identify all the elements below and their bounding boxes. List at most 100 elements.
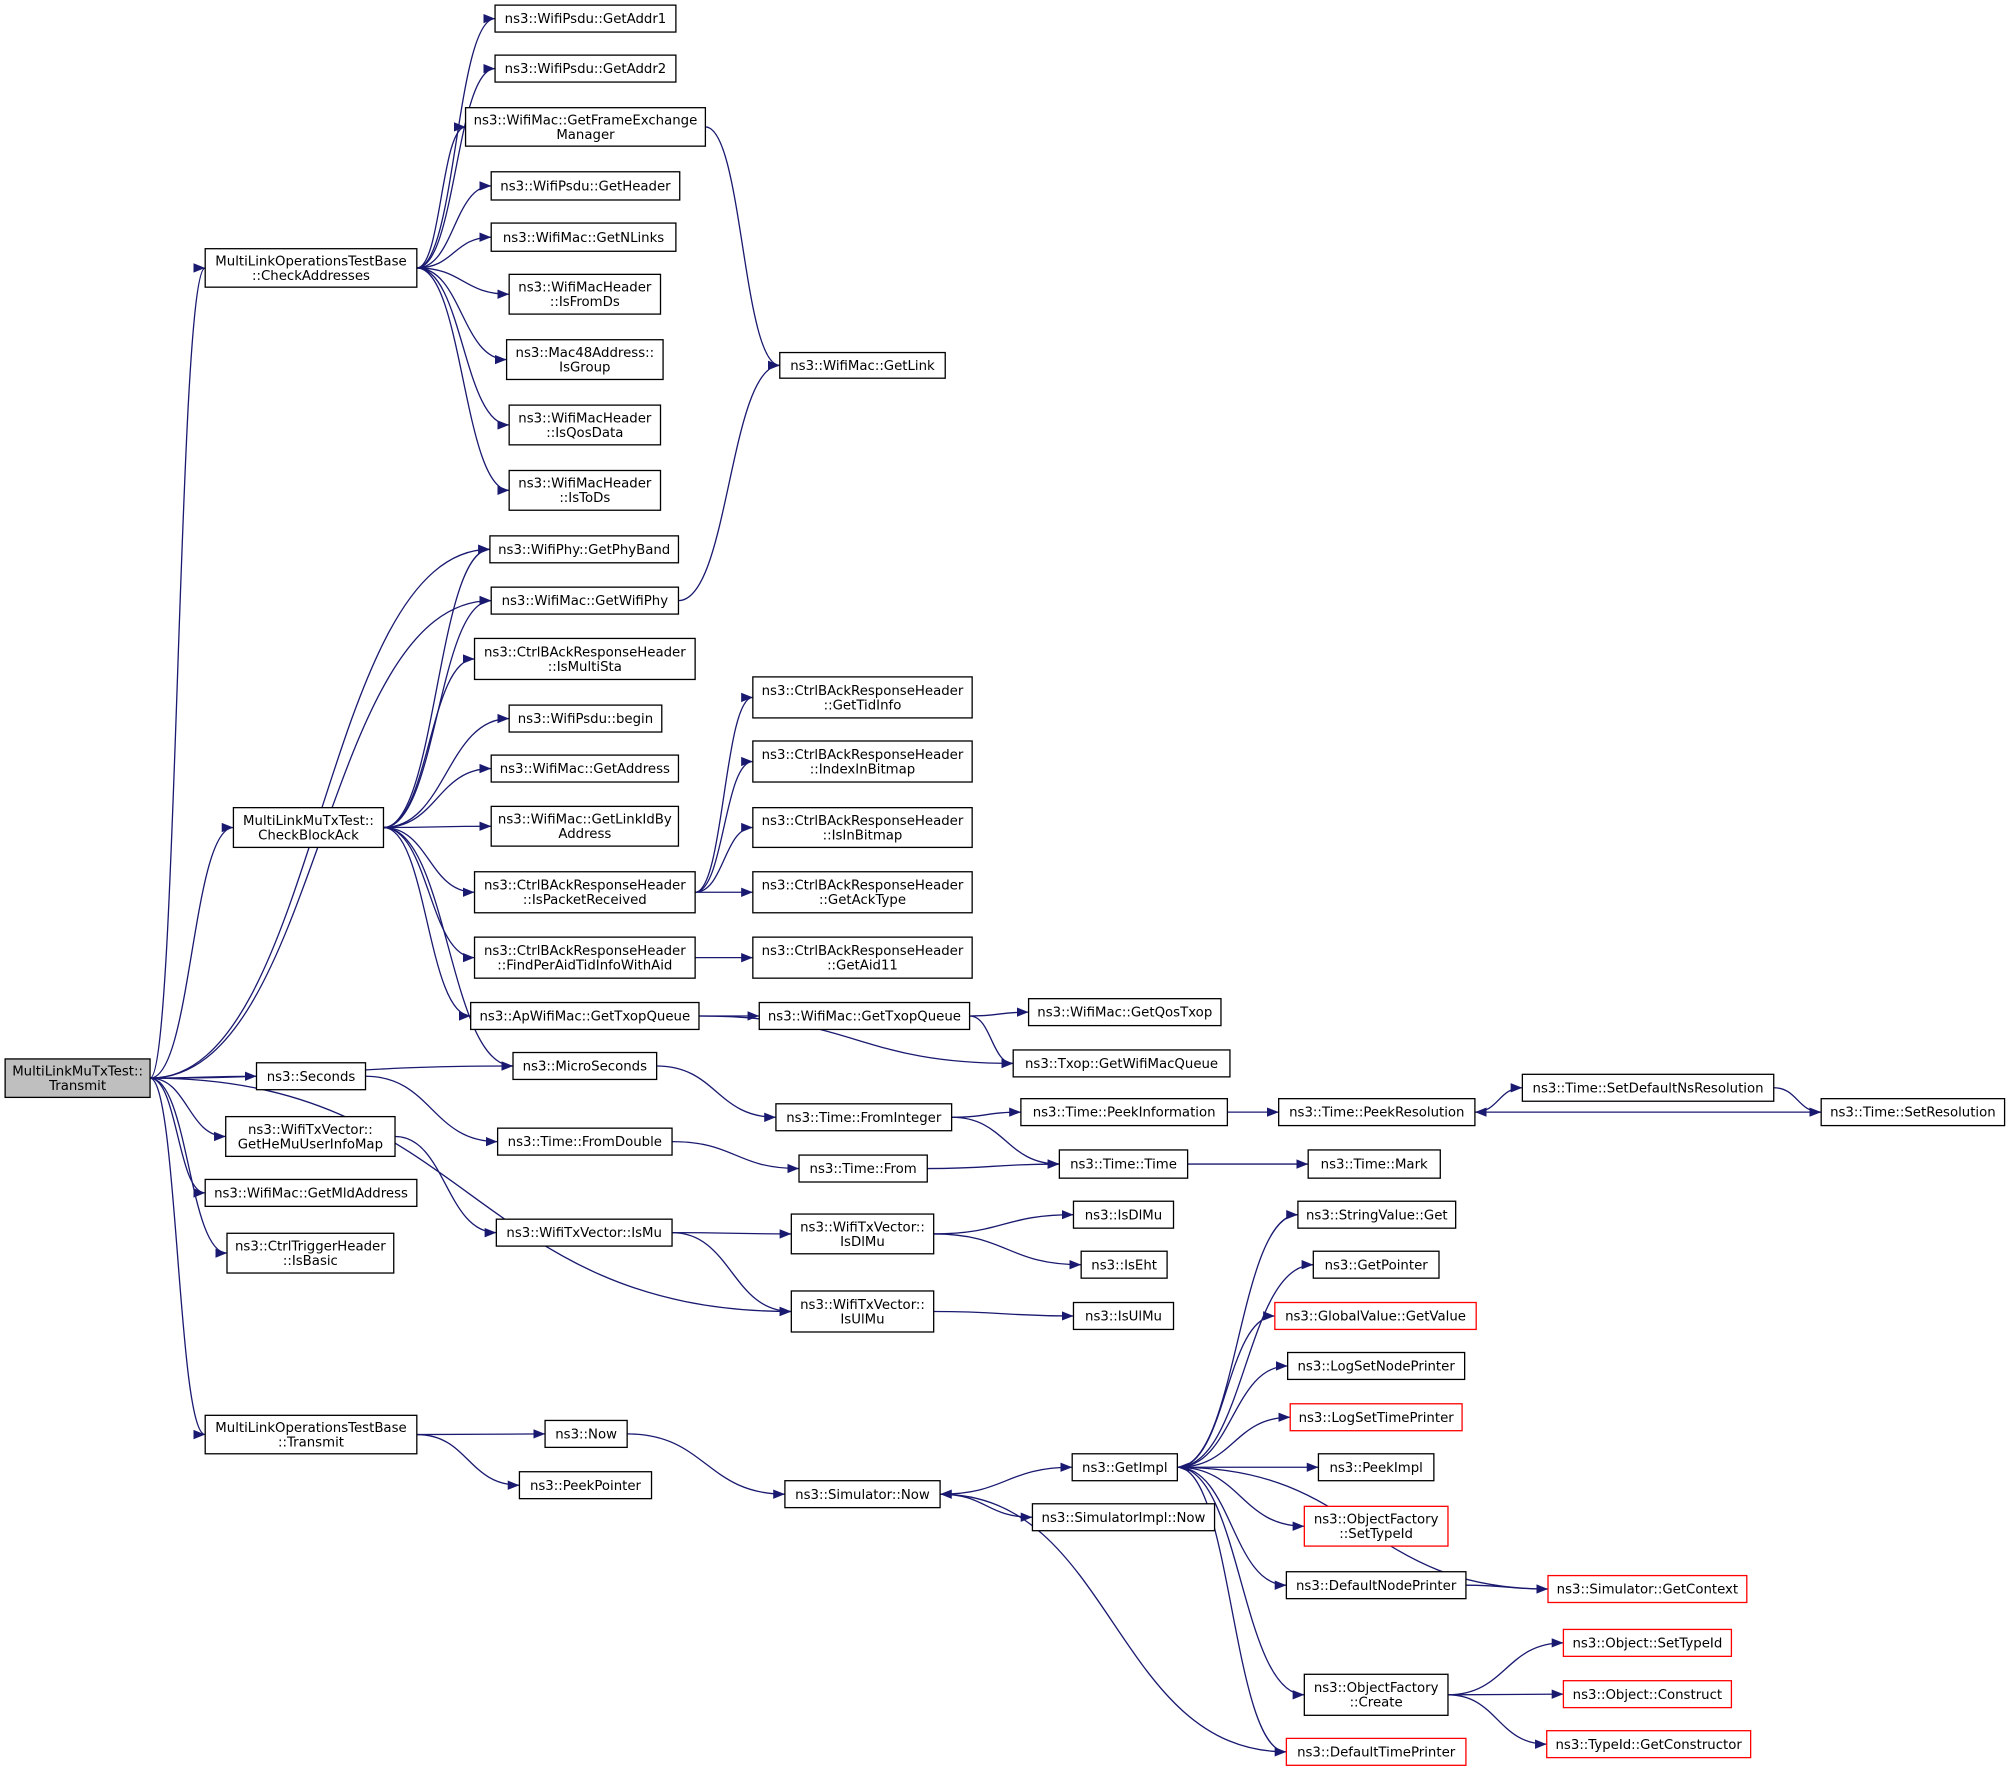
node-psdu-get-header[interactable]: ns3::WifiPsdu::GetHeader: [490, 171, 681, 201]
node-mac-get-qos-txop[interactable]: ns3::WifiMac::GetQosTxop: [1027, 998, 1222, 1027]
node-sim-get-context[interactable]: ns3::Simulator::GetContext: [1547, 1574, 1748, 1604]
node-check-addresses[interactable]: MultiLinkOperationsTestBase::CheckAddres…: [204, 248, 418, 288]
node-is-dl-mu[interactable]: ns3::IsDlMu: [1072, 1200, 1175, 1229]
node-get-pointer[interactable]: ns3::GetPointer: [1312, 1250, 1440, 1279]
node-sim-now[interactable]: ns3::Simulator::Now: [784, 1480, 941, 1509]
node-string-get[interactable]: ns3::StringValue::Get: [1297, 1200, 1457, 1229]
edge-getImpl-to-getPointer: [1177, 1260, 1314, 1468]
node-time-mark[interactable]: ns3::Time::Mark: [1307, 1149, 1441, 1179]
node-txv-is-mu[interactable]: ns3::WifiTxVector::IsMu: [495, 1218, 673, 1247]
node-label: ns3::ObjectFactory: [1314, 1681, 1439, 1696]
node-check-block-ack[interactable]: MultiLinkMuTxTest::CheckBlockAck: [232, 807, 385, 849]
node-obj-set-type-id[interactable]: ns3::Object::SetTypeId: [1562, 1628, 1733, 1657]
node-label: ns3::WifiMac::GetLink: [790, 359, 935, 374]
node-mac-is-group[interactable]: ns3::Mac48Address::IsGroup: [505, 339, 664, 381]
node-time-time[interactable]: ns3::Time::Time: [1058, 1149, 1189, 1179]
edge-timeFromInteger-to-timeTime: [951, 1116, 1060, 1169]
node-psdu-get-addr1[interactable]: ns3::WifiPsdu::GetAddr1: [494, 4, 677, 33]
edge-arrow: [149, 263, 206, 1079]
node-seconds[interactable]: ns3::Seconds: [255, 1062, 367, 1091]
node-type-id-get-ctor[interactable]: ns3::TypeId::GetConstructor: [1546, 1730, 1752, 1759]
node-box: [779, 351, 946, 379]
node-time-from-integer[interactable]: ns3::Time::FromInteger: [775, 1103, 953, 1132]
node-time-set-res[interactable]: ns3::Time::SetResolution: [1820, 1098, 2006, 1127]
node-def-time-printer[interactable]: ns3::DefaultTimePrinter: [1285, 1737, 1467, 1766]
node-txv-get-he-mu[interactable]: ns3::WifiTxVector::GetHeMuUserInfoMap: [225, 1115, 396, 1158]
node-hdr-is-to-ds[interactable]: ns3::WifiMacHeader::IsToDs: [508, 469, 662, 511]
node-ba-is-in-bitmap[interactable]: ns3::CtrlBAckResponseHeader::IsInBitmap: [752, 807, 973, 849]
node-ml-transmit[interactable]: MultiLinkOperationsTestBase::Transmit: [204, 1414, 418, 1455]
node-ba-is-packet-received[interactable]: ns3::CtrlBAckResponseHeader::IsPacketRec…: [473, 871, 696, 914]
node-trig-is-basic[interactable]: ns3::CtrlTriggerHeader::IsBasic: [226, 1232, 395, 1274]
node-hdr-is-from-ds[interactable]: ns3::WifiMacHeader::IsFromDs: [508, 273, 662, 315]
node-log-set-node[interactable]: ns3::LogSetNodePrinter: [1287, 1351, 1466, 1381]
node-label: ns3::WifiTxVector::: [800, 1298, 925, 1313]
node-is-ul-mu[interactable]: ns3::IsUlMu: [1072, 1301, 1175, 1331]
node-label: ns3::WifiMacHeader: [518, 411, 652, 426]
node-time-peek-info[interactable]: ns3::Time::PeekInformation: [1020, 1098, 1229, 1127]
node-mac-get-wifi-phy[interactable]: ns3::WifiMac::GetWifiPhy: [490, 586, 680, 615]
node-time-set-default[interactable]: ns3::Time::SetDefaultNsResolution: [1521, 1073, 1775, 1102]
edge-timePeekRes-to-timeSetDefault: [1474, 1083, 1523, 1113]
node-sim-impl-now[interactable]: ns3::SimulatorImpl::Now: [1031, 1503, 1216, 1532]
node-global-get-value[interactable]: ns3::GlobalValue::GetValue: [1274, 1301, 1477, 1331]
node-peek-pointer[interactable]: ns3::PeekPointer: [518, 1471, 653, 1500]
node-label: ns3::TypeId::GetConstructor: [1556, 1738, 1743, 1753]
node-log-set-time[interactable]: ns3::LogSetTimePrinter: [1289, 1403, 1463, 1432]
node-ba-get-aid11[interactable]: ns3::CtrlBAckResponseHeader::GetAid11: [752, 936, 973, 979]
edge-timeFromDouble-to-timeFrom: [672, 1140, 800, 1174]
node-of-set-type-id[interactable]: ns3::ObjectFactory::SetTypeId: [1303, 1505, 1449, 1547]
node-mac-get-address[interactable]: ns3::WifiMac::GetAddress: [490, 754, 680, 783]
node-ba-index-in-bitmap[interactable]: ns3::CtrlBAckResponseHeader::IndexInBitm…: [752, 740, 973, 783]
node-time-from[interactable]: ns3::Time::From: [798, 1154, 928, 1183]
node-ap-get-txop-queue[interactable]: ns3::ApWifiMac::GetTxopQueue: [470, 1001, 700, 1031]
node-is-eht[interactable]: ns3::IsEht: [1080, 1250, 1168, 1279]
node-root[interactable]: MultiLinkMuTxTest::Transmit: [4, 1058, 151, 1099]
node-of-create[interactable]: ns3::ObjectFactory::Create: [1303, 1673, 1449, 1716]
node-box: [1317, 1453, 1435, 1482]
node-obj-construct[interactable]: ns3::Object::Construct: [1562, 1680, 1733, 1709]
node-mac-get-mld[interactable]: ns3::WifiMac::GetMldAddress: [204, 1178, 418, 1208]
node-micro-seconds[interactable]: ns3::MicroSeconds: [512, 1051, 658, 1081]
node-psdu-get-addr2[interactable]: ns3::WifiPsdu::GetAddr2: [494, 54, 677, 83]
node-peek-impl[interactable]: ns3::PeekImpl: [1317, 1453, 1435, 1482]
edge-arrow: [383, 826, 475, 897]
node-txop-get-queue[interactable]: ns3::Txop::GetWifiMacQueue: [1012, 1049, 1231, 1078]
edge-arrow: [1177, 1260, 1314, 1468]
node-ba-is-multi-sta[interactable]: ns3::CtrlBAckResponseHeader::IsMultiSta: [473, 637, 696, 681]
node-label: ns3::CtrlBAckResponseHeader: [762, 684, 964, 699]
node-label: ns3::WifiTxVector::: [248, 1123, 373, 1138]
node-box: [204, 248, 418, 288]
edge-root-to-checkBlockAck: [149, 822, 234, 1079]
node-box: [490, 805, 680, 847]
node-now[interactable]: ns3::Now: [544, 1419, 628, 1449]
node-hdr-is-qos-data[interactable]: ns3::WifiMacHeader::IsQosData: [508, 404, 662, 446]
node-label: ns3::WifiPsdu::GetHeader: [500, 179, 671, 194]
node-time-from-double[interactable]: ns3::Time::FromDouble: [496, 1127, 673, 1156]
edge-arrow: [365, 1075, 498, 1147]
node-mac-get-n-links[interactable]: ns3::WifiMac::GetNLinks: [490, 222, 677, 252]
node-mac-get-txop-queue[interactable]: ns3::WifiMac::GetTxopQueue: [758, 1001, 971, 1031]
node-phy-get-phy-band[interactable]: ns3::WifiPhy::GetPhyBand: [489, 535, 680, 564]
node-mac-get-link[interactable]: ns3::WifiMac::GetLink: [779, 351, 946, 379]
node-label: ::SetTypeId: [1339, 1527, 1413, 1542]
node-box: [1080, 1250, 1168, 1279]
node-def-node-printer[interactable]: ns3::DefaultNodePrinter: [1285, 1571, 1467, 1600]
node-ba-find-per-aid[interactable]: ns3::CtrlBAckResponseHeader::FindPerAidT…: [473, 936, 696, 979]
node-psdu-begin[interactable]: ns3::WifiPsdu::begin: [508, 704, 663, 733]
node-time-peek-res[interactable]: ns3::Time::PeekResolution: [1278, 1098, 1476, 1127]
node-txv-is-dl-mu[interactable]: ns3::WifiTxVector::IsDlMu: [790, 1213, 935, 1255]
node-box: [464, 107, 707, 147]
node-ba-get-ack-type[interactable]: ns3::CtrlBAckResponseHeader::GetAckType: [752, 871, 973, 914]
node-txv-is-ul-mu[interactable]: ns3::WifiTxVector::IsUlMu: [790, 1290, 935, 1333]
edge-root-to-txvIsUlMu: [150, 1077, 792, 1317]
edge-getImpl-to-stringGet: [1177, 1210, 1298, 1468]
node-box: [489, 535, 680, 564]
node-get-impl[interactable]: ns3::GetImpl: [1071, 1453, 1179, 1482]
node-ba-get-tid-info[interactable]: ns3::CtrlBAckResponseHeader::GetTidInfo: [752, 676, 973, 719]
node-label: ns3::Seconds: [267, 1070, 356, 1085]
edge-checkAddresses-to-hdrIsFromDs: [416, 267, 510, 299]
node-box: [226, 1232, 395, 1274]
